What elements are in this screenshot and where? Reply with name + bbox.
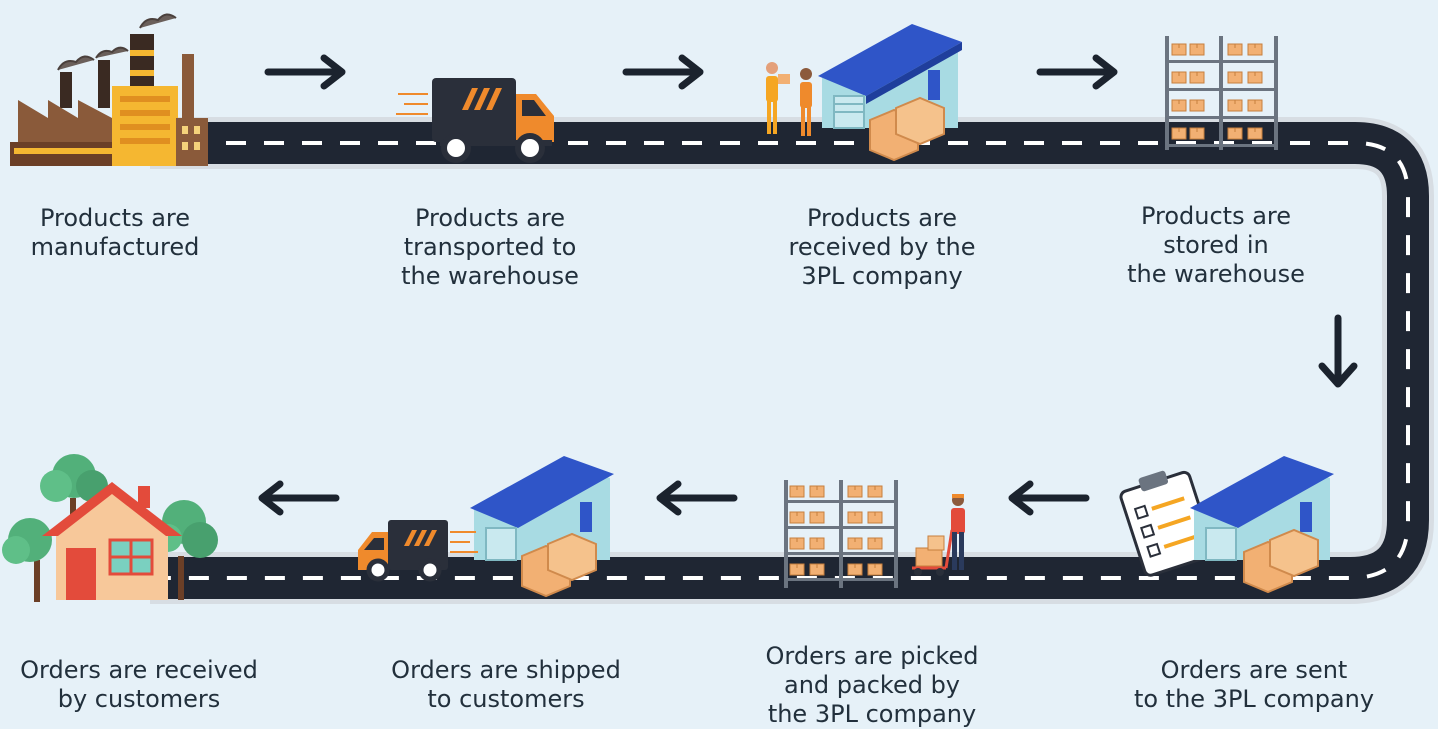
step-label-stored: Products are stored in the warehouse bbox=[1127, 202, 1305, 288]
warehouse-icon bbox=[1190, 456, 1334, 594]
step-label-manufactured: Products are manufactured bbox=[30, 204, 200, 261]
step-label-shipped: Orders are shipped to customers bbox=[391, 656, 621, 713]
warehouse-worker-trolley-icon bbox=[912, 494, 965, 576]
step-label-sent: Orders are sent to the 3PL company bbox=[1133, 656, 1375, 713]
road bbox=[150, 117, 1434, 604]
arrow-down-icon bbox=[1318, 314, 1358, 388]
arrow-left-icon bbox=[1012, 484, 1086, 512]
delivery-truck-icon bbox=[358, 520, 478, 582]
arrow-right-icon bbox=[626, 58, 700, 86]
storage-shelves-icon bbox=[784, 480, 898, 588]
arrow-left-icon bbox=[660, 484, 734, 512]
delivery-truck-icon bbox=[396, 78, 554, 163]
arrow-right-icon bbox=[1040, 58, 1114, 86]
arrow-left-icon bbox=[262, 484, 336, 512]
storage-shelves-icon bbox=[1165, 36, 1278, 150]
warehouse-icon bbox=[818, 24, 962, 162]
step-label-transported: Products are transported to the warehous… bbox=[401, 204, 579, 290]
arrow-right-icon bbox=[268, 58, 342, 86]
factory-icon bbox=[10, 13, 208, 166]
house-icon bbox=[42, 482, 182, 600]
step-label-received: Products are received by the 3PL company bbox=[788, 204, 976, 290]
warehouse-icon bbox=[470, 456, 614, 598]
step-label-picked: Orders are picked and packed by the 3PL … bbox=[765, 642, 979, 728]
step-label-delivered: Orders are received by customers bbox=[20, 656, 258, 713]
workers-handshake-icon bbox=[766, 62, 812, 136]
